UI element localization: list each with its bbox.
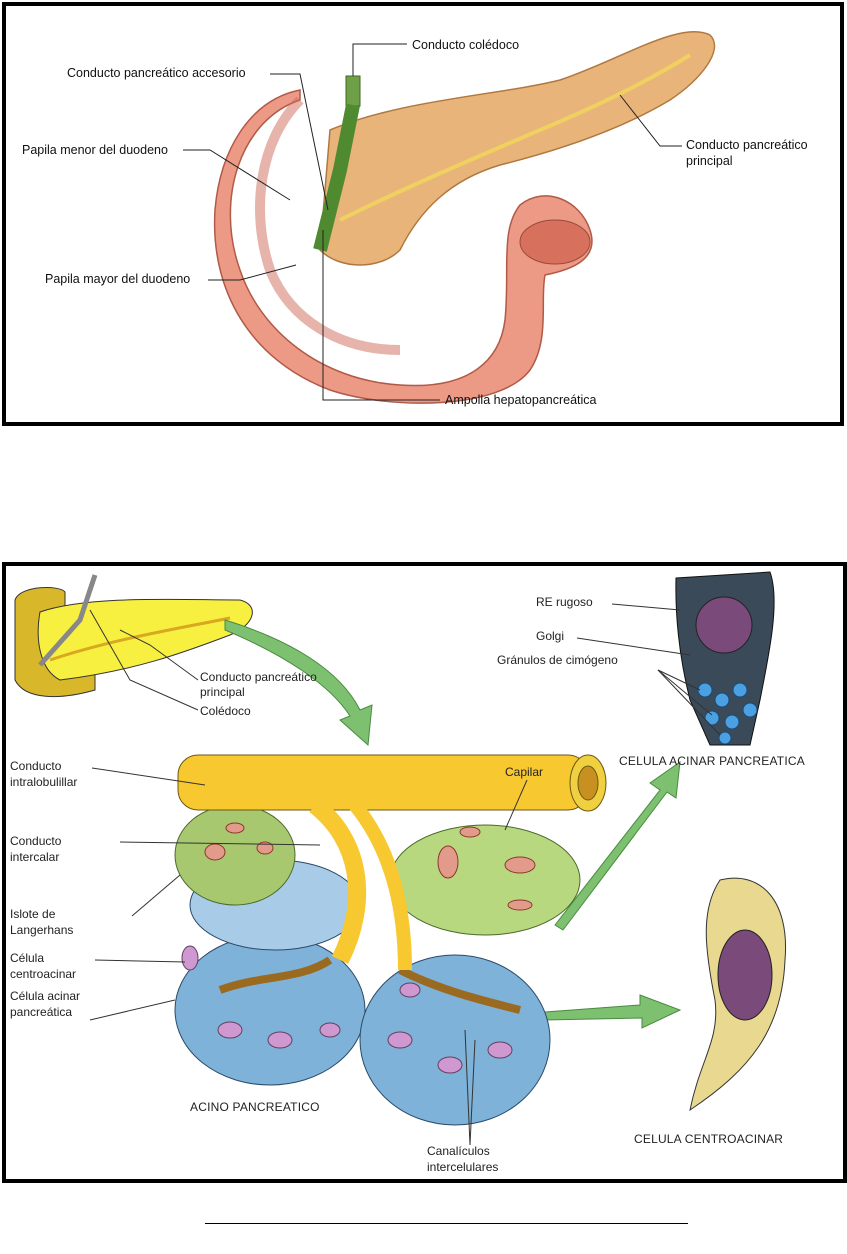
pancreas-small [37,598,253,681]
caption-celula-centroacinar: CELULA CENTROACINAR [634,1132,784,1146]
acinus-right [359,954,551,1126]
main-duct [339,53,692,222]
label-conducto-coledoco: Conducto colédoco [412,38,520,52]
arrow-to-acinus [224,619,373,747]
label-conducto-principal-line2: principal [200,685,245,699]
label-acinar-line1: Célula acinar [10,989,81,1003]
label-coledoco: Colédoco [200,704,251,718]
label-intralobulillar-line1: Conducto [10,759,62,773]
label-intercalar-line1: Conducto [10,834,62,848]
label-canaliculos-line1: Canalículos [427,1144,490,1158]
pancreas-duodenum-illustration [183,30,716,404]
label-re-rugoso: RE rugoso [536,595,593,609]
label-islote-line2: Langerhans [10,923,74,937]
duodenum [213,89,593,404]
label-canaliculos-line2: intercelulares [427,1160,499,1174]
label-conducto-principal-line1: Conducto pancreático [200,670,317,684]
label-papila-mayor: Papila mayor del duodeno [45,272,191,286]
pancreas-body [319,30,716,266]
label-intercalar-line2: intercalar [10,850,60,864]
label-islote-line1: Islote de [10,907,56,921]
label-conducto-accesorio: Conducto pancreático accesorio [67,66,246,80]
islet-left [174,804,296,906]
label-granulos: Gránulos de cimógeno [497,653,618,667]
caption-acino: ACINO PANCREATICO [190,1100,320,1114]
label-capilar: Capilar [505,765,544,779]
arrow-to-centroacinar [544,994,682,1029]
islet-right [389,824,581,936]
label-papila-menor: Papila menor del duodeno [22,143,168,157]
label-conducto-principal-line1: Conducto pancreático [686,138,808,152]
duodenum-opening [519,219,591,265]
label-centroacinar-line2: centroacinar [10,967,77,981]
intralobular-duct [177,754,589,811]
arrow-to-acinar-cell [554,760,681,931]
label-ampolla: Ampolla hepatopancreática [445,393,597,407]
label-conducto-principal-line2: principal [686,154,733,168]
label-acinar-line2: pancreática [10,1005,73,1019]
label-centroacinar-line1: Célula [10,951,45,965]
label-golgi: Golgi [536,629,565,643]
footnote-divider [205,1223,688,1224]
label-intralobulillar-line2: intralobulillar [10,775,78,789]
caption-celula-acinar: CELULA ACINAR PANCREATICA [619,754,805,768]
